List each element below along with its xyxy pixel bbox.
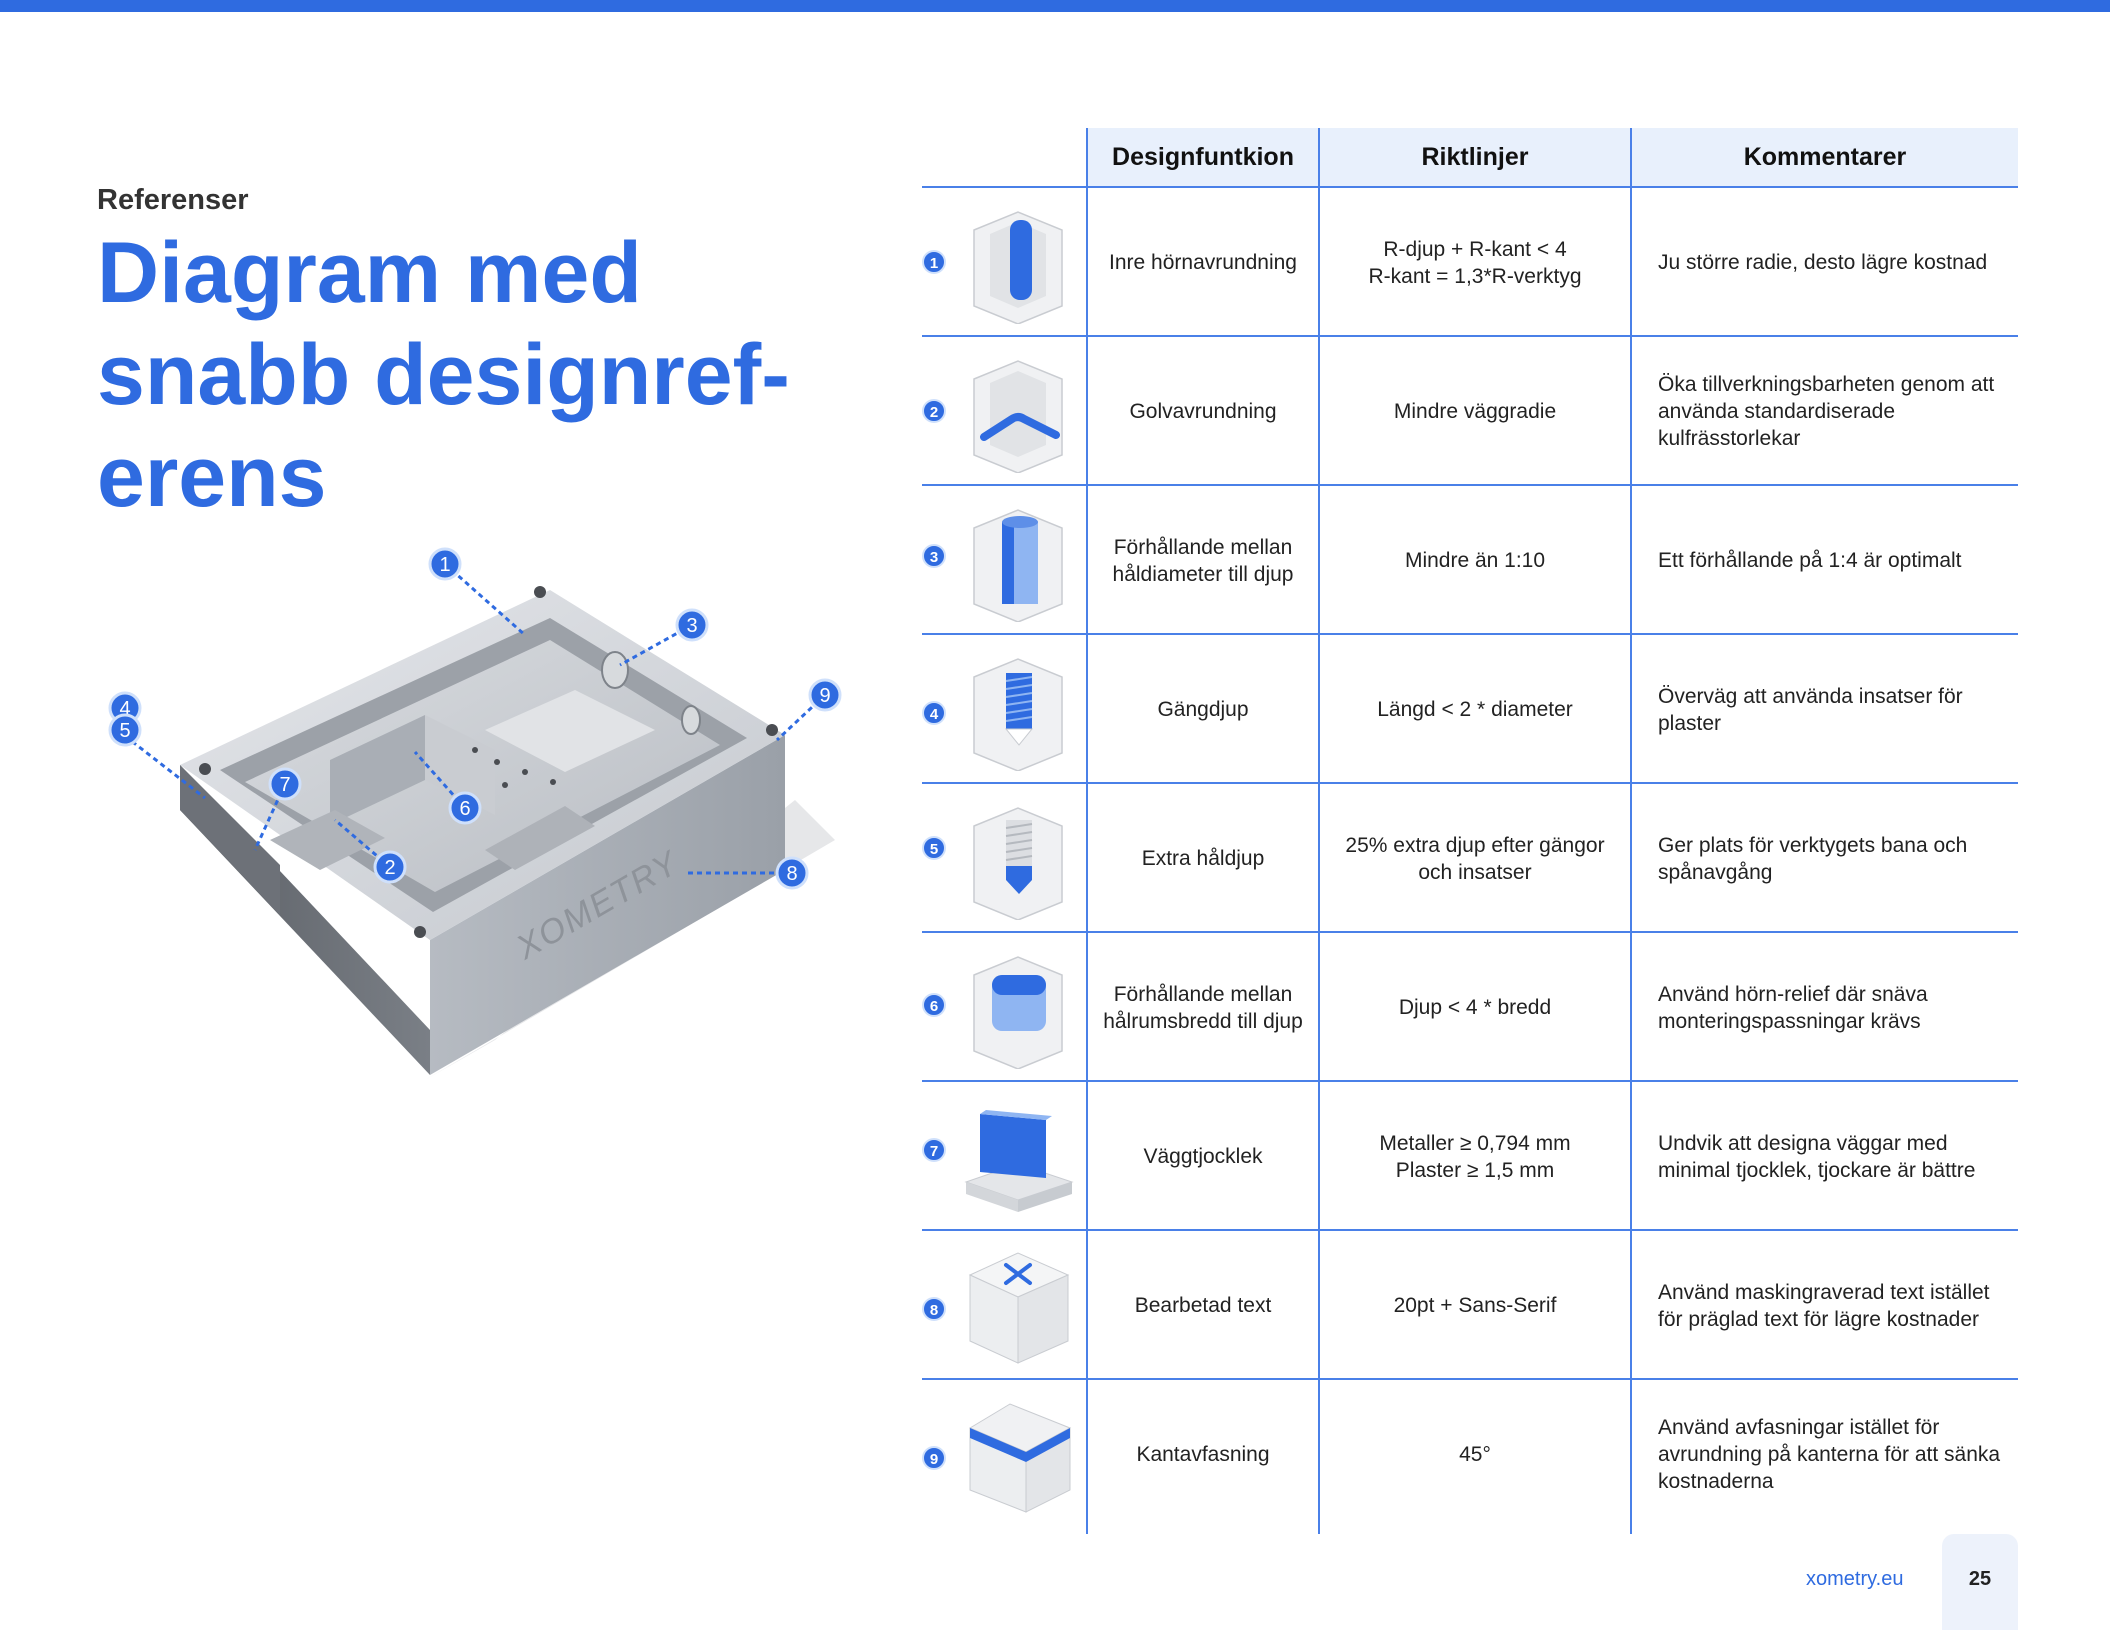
- hole-depth-ratio-icon: [973, 509, 1063, 622]
- row-number-badge: 9: [922, 1446, 946, 1470]
- design-function: Kantavfasning: [1136, 1443, 1270, 1466]
- svg-text:4: 4: [119, 698, 130, 720]
- svg-text:8: 8: [786, 863, 797, 885]
- column-divider: [1630, 128, 1632, 1534]
- machined-text-icon: [968, 1252, 1070, 1364]
- header-design-function: Designfuntkion: [1112, 143, 1294, 171]
- row-divider: [922, 484, 2018, 486]
- page-title: Diagram med snabb designref-erens: [97, 225, 790, 525]
- comment: Använd maskingraverad text istället för …: [1658, 1280, 1990, 1331]
- design-function: Väggtjocklek: [1143, 1145, 1263, 1168]
- comment: Ger plats för verktygets bana och spånav…: [1658, 833, 1968, 884]
- comment: Använd hörn-relief där snäva monteringsp…: [1658, 982, 1928, 1033]
- top-accent-bar: [0, 0, 2110, 12]
- svg-text:9: 9: [819, 685, 830, 707]
- guideline: Metaller ≥ 0,794 mm Plaster ≥ 1,5 mm: [1379, 1131, 1571, 1182]
- table-row: 8 Bearbetad text 20pt + Sans-Serif Använ…: [922, 1231, 2018, 1380]
- section-kicker: Referenser: [97, 184, 249, 216]
- design-reference-table: Designfuntkion Riktlinjer Kommentarer 1 …: [922, 128, 2018, 1534]
- row-divider: [922, 931, 2018, 933]
- row-divider: [922, 1080, 2018, 1082]
- wall-thickness-icon: [964, 1110, 1074, 1212]
- footer-website-link[interactable]: xometry.eu: [1806, 1568, 1904, 1590]
- header-comments: Kommentarer: [1743, 143, 1907, 171]
- design-function: Golvavrundning: [1129, 400, 1277, 423]
- machined-part-illustration: XOMETRY 1 2 3 4 5 6 7 8 9: [108, 547, 842, 1080]
- column-divider: [1086, 128, 1088, 1534]
- row-number-badge: 5: [922, 836, 946, 860]
- row-number-badge: 3: [922, 544, 946, 568]
- thread-depth-icon: [973, 658, 1063, 771]
- edge-chamfer-icon: [968, 1403, 1072, 1513]
- comment: Öka tillverkningsbarheten genom att anvä…: [1658, 373, 1995, 450]
- column-divider: [1318, 128, 1320, 1534]
- table-row: 1 Inre hörnavrundning R-djup + R-kant < …: [922, 188, 2018, 337]
- guideline: Längd < 2 * diameter: [1377, 698, 1573, 721]
- table-row: 6 Förhållande mellan hålrumsbredd till d…: [922, 933, 2018, 1082]
- comment: Undvik att designa väggar med minimal tj…: [1658, 1131, 1976, 1182]
- guideline: R-djup + R-kant < 4 R-kant = 1,3*R-verkt…: [1368, 237, 1582, 288]
- table-row: 2 Golvavrundning Mindre väggradie Öka ti…: [922, 337, 2018, 486]
- design-function: Inre hörnavrundning: [1109, 251, 1297, 274]
- cavity-ratio-icon: [973, 956, 1063, 1069]
- svg-text:5: 5: [119, 720, 130, 742]
- table-row: 7 Väggtjocklek Metaller ≥ 0,794 mm Plast…: [922, 1082, 2018, 1231]
- part-front-face: [430, 735, 785, 1075]
- inner-corner-fillet-icon: [973, 211, 1063, 324]
- row-divider: [922, 186, 2018, 188]
- guideline: Djup < 4 * bredd: [1398, 996, 1552, 1019]
- table-row: 3 Förhållande mellan håldiameter till dj…: [922, 486, 2018, 635]
- table-header: [1086, 128, 2018, 186]
- design-function: Bearbetad text: [1134, 1294, 1272, 1317]
- row-number-badge: 2: [922, 399, 946, 423]
- row-divider: [922, 335, 2018, 337]
- row-number-badge: 7: [922, 1138, 946, 1162]
- comment: Använd avfasningar istället för avrundni…: [1658, 1416, 2001, 1493]
- row-divider: [922, 1378, 2018, 1380]
- design-function: Förhållande mellan håldiameter till djup: [1112, 535, 1294, 586]
- header-guidelines: Riktlinjer: [1421, 143, 1529, 171]
- row-divider: [922, 1229, 2018, 1231]
- table-row: 4 Gängdjup Längd < 2 * diameter Överväg …: [922, 635, 2018, 784]
- row-divider: [922, 782, 2018, 784]
- design-function: Förhållande mellan hålrumsbredd till dju…: [1103, 982, 1303, 1033]
- svg-text:1: 1: [439, 554, 450, 576]
- guideline: 45°: [1459, 1443, 1491, 1466]
- design-function: Extra håldjup: [1141, 847, 1265, 870]
- row-number-badge: 8: [922, 1297, 946, 1321]
- row-number-badge: 4: [922, 701, 946, 725]
- svg-text:3: 3: [686, 615, 697, 637]
- table-row: 9 Kantavfasning 45° Använd avfasningar i…: [922, 1380, 2018, 1529]
- guideline: Mindre än 1:10: [1404, 549, 1546, 572]
- svg-text:6: 6: [459, 798, 470, 820]
- svg-text:2: 2: [384, 857, 395, 879]
- comment: Överväg att använda insatser för plaster: [1658, 684, 1963, 735]
- comment: Ju större radie, desto lägre kostnad: [1658, 251, 1988, 274]
- extra-hole-depth-icon: [973, 807, 1063, 920]
- guideline: Mindre väggradie: [1393, 400, 1557, 423]
- guideline: 20pt + Sans-Serif: [1393, 1294, 1557, 1317]
- comment: Ett förhållande på 1:4 är optimalt: [1658, 549, 1962, 572]
- svg-text:7: 7: [279, 774, 290, 796]
- row-divider: [922, 633, 2018, 635]
- page-number-box: 25: [1942, 1534, 2018, 1630]
- table-row: 5 Extra håldjup 25% extra djup efter gän…: [922, 784, 2018, 933]
- page-number: 25: [1968, 1568, 1992, 1590]
- row-number-badge: 6: [922, 993, 946, 1017]
- row-number-badge: 1: [922, 250, 946, 274]
- design-function: Gängdjup: [1157, 698, 1249, 721]
- guideline: 25% extra djup efter gängor och insatser: [1345, 833, 1605, 884]
- floor-fillet-icon: [973, 360, 1063, 473]
